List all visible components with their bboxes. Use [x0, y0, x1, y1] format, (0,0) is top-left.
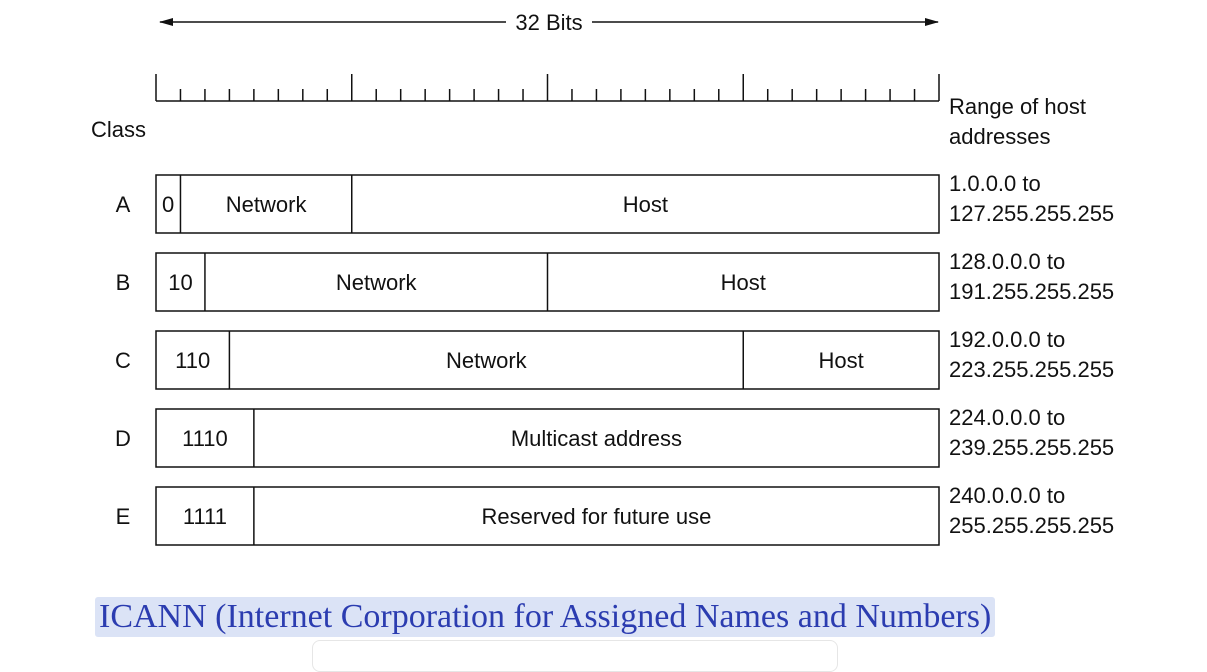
- bit-width-label: 32 Bits: [515, 10, 582, 35]
- class-prefix-bits: 1110: [182, 426, 228, 451]
- range-end: 191.255.255.255: [949, 279, 1114, 304]
- range-start: 240.0.0.0 to: [949, 483, 1065, 508]
- ip-address-classes-diagram: 32 Bits Class Range of host addresses A 0…: [91, 10, 1114, 546]
- class-prefix-bits: 110: [175, 348, 210, 373]
- class-row-a: A 0 Network Host 1.0.0.0 to 127.255.255.255: [116, 171, 1114, 234]
- address-format-box: [155, 408, 940, 468]
- class-prefix-bits: 10: [168, 270, 192, 295]
- address-format-box: [155, 174, 940, 234]
- range-start: 192.0.0.0 to: [949, 327, 1065, 352]
- icann-caption: ICANN (Internet Corporation for Assigned…: [95, 597, 996, 637]
- class-letter: E: [116, 504, 131, 529]
- class-row-b: B 10 Network Host 128.0.0.0 to 191.255.255.25…: [116, 249, 1114, 312]
- range-end: 239.255.255.255: [949, 435, 1114, 460]
- field-label: Network: [446, 348, 528, 373]
- class-heading: Class: [91, 117, 146, 142]
- class-prefix-bits: 1111: [183, 504, 227, 529]
- range-heading-line2: addresses: [949, 124, 1051, 149]
- class-letter: C: [115, 348, 131, 373]
- field-label: Host: [819, 348, 864, 373]
- bit-width-arrow: 32 Bits: [159, 10, 939, 35]
- range-start: 1.0.0.0 to: [949, 171, 1041, 196]
- field-label: Host: [623, 192, 668, 217]
- class-letter: B: [116, 270, 131, 295]
- range-end: 127.255.255.255: [949, 201, 1114, 226]
- class-row-d: D 1110 Multicast address 224.0.0.0 to 239.25…: [115, 405, 1114, 468]
- address-format-box: [155, 486, 940, 546]
- class-prefix-bits: 0: [162, 192, 174, 217]
- field-label: Reserved for future use: [481, 504, 711, 529]
- background-panel: [312, 640, 838, 672]
- range-start: 128.0.0.0 to: [949, 249, 1065, 274]
- range-heading-line1: Range of host: [949, 94, 1086, 119]
- field-label: Host: [721, 270, 766, 295]
- range-end: 255.255.255.255: [949, 513, 1114, 538]
- range-end: 223.255.255.255: [949, 357, 1114, 382]
- range-start: 224.0.0.0 to: [949, 405, 1065, 430]
- field-label: Network: [336, 270, 418, 295]
- field-label: Network: [226, 192, 308, 217]
- class-row-c: C 110 Network Host 192.0.0.0 to 223.255.255.2…: [115, 327, 1114, 390]
- class-row-e: E 1111 Reserved for future use 240.0.0.0 to…: [116, 483, 1114, 546]
- bit-ruler: [155, 74, 940, 102]
- address-format-box: [155, 330, 940, 390]
- class-letter: A: [116, 192, 131, 217]
- class-letter: D: [115, 426, 131, 451]
- field-label: Multicast address: [511, 426, 682, 451]
